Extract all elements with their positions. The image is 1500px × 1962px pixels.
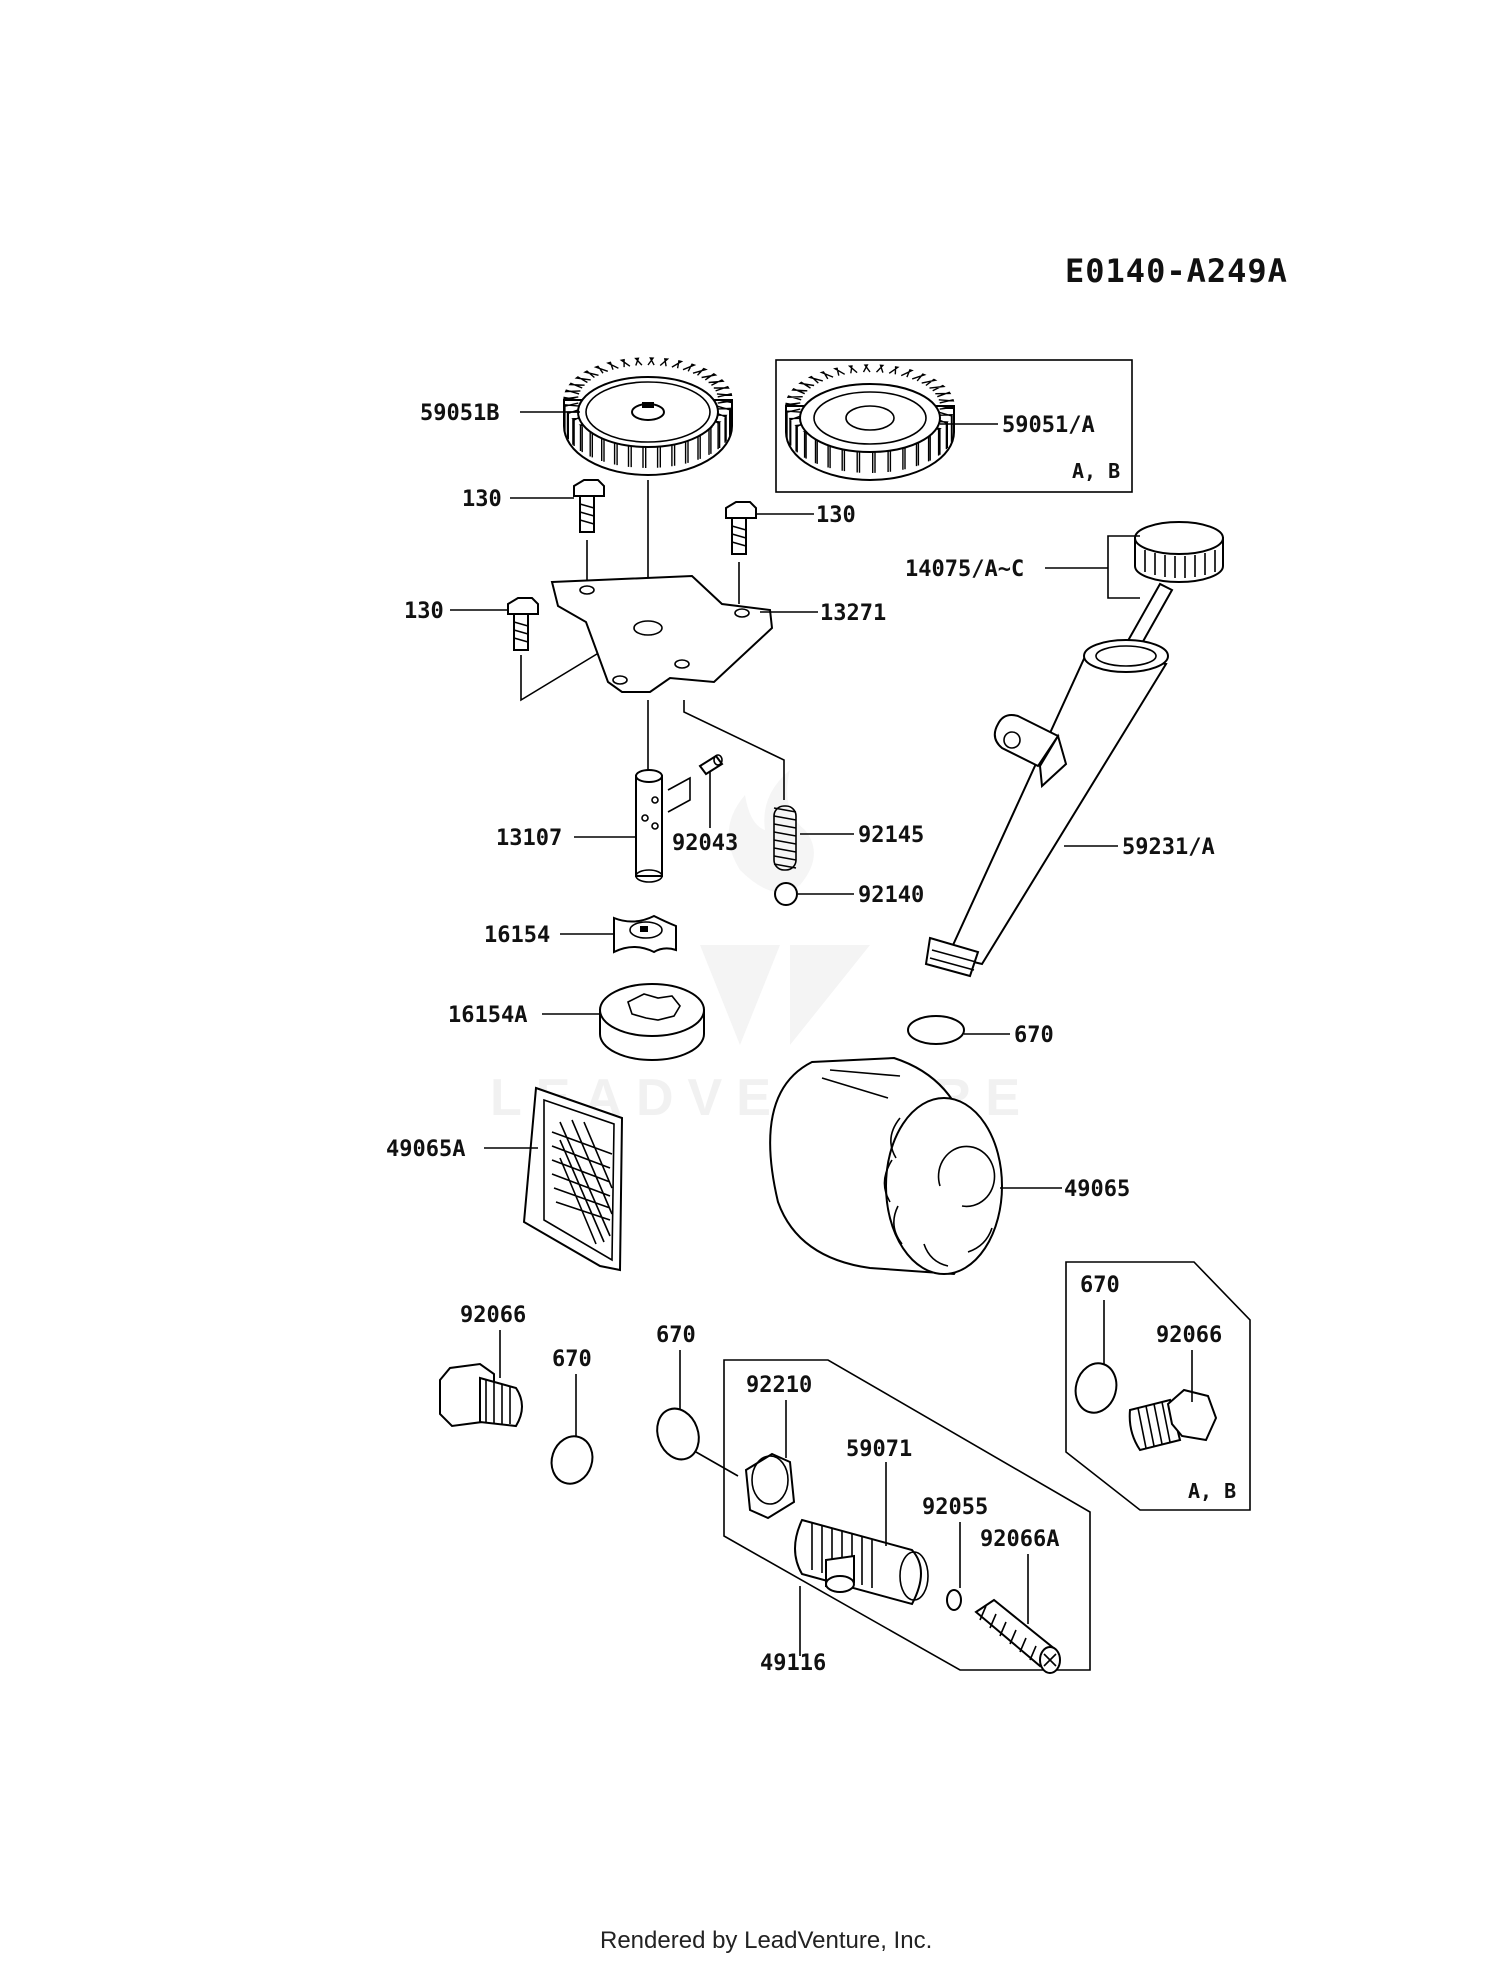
- pin-92043-icon: [698, 754, 724, 776]
- label-16154a: 16154A: [448, 1003, 527, 1028]
- gear-59051b-icon: [563, 357, 733, 476]
- label-box1-ab: A, B: [1072, 459, 1120, 483]
- nut-92210-icon: [744, 1452, 796, 1520]
- option-box-gear: [775, 359, 1133, 493]
- option-box-drain-plug: [1065, 1261, 1251, 1511]
- ball-92140-icon: [774, 882, 798, 906]
- o-ring-670-box-icon: [1074, 1362, 1118, 1414]
- pump-shaft-13107-icon: [635, 769, 663, 883]
- bolt-130-top-right-icon: [725, 501, 757, 555]
- label-16154: 16154: [484, 923, 550, 948]
- label-670-a: 670: [1014, 1023, 1054, 1048]
- outer-rotor-16154a-icon: [599, 983, 705, 1061]
- oil-strainer-49065a-icon: [522, 1086, 624, 1272]
- label-92043: 92043: [672, 831, 738, 856]
- label-670-b: 670: [552, 1347, 592, 1372]
- drain-plug-92066-box-icon: [1128, 1388, 1218, 1452]
- o-ring-670-center-icon: [656, 1407, 700, 1461]
- label-92066-a: 92066: [460, 1303, 526, 1328]
- label-49116: 49116: [760, 1651, 826, 1676]
- label-92140: 92140: [858, 883, 924, 908]
- label-59071: 59071: [846, 1437, 912, 1462]
- label-59051a: 59051/A: [1002, 413, 1095, 438]
- inner-rotor-16154-icon: [613, 914, 677, 954]
- label-92055: 92055: [922, 1495, 988, 1520]
- oil-filter-49065-icon: [769, 1056, 1003, 1276]
- label-49065: 49065: [1064, 1177, 1130, 1202]
- label-92210: 92210: [746, 1373, 812, 1398]
- label-92145: 92145: [858, 823, 924, 848]
- pump-cover-plate-13271-icon: [550, 574, 774, 693]
- o-ring-92055-icon: [946, 1589, 962, 1611]
- o-ring-670-left-icon: [550, 1435, 594, 1485]
- label-92066-b: 92066: [1156, 1323, 1222, 1348]
- label-59231a: 59231/A: [1122, 835, 1215, 860]
- spring-92145-icon: [773, 805, 797, 871]
- label-92066a: 92066A: [980, 1527, 1059, 1552]
- label-59051b: 59051B: [420, 401, 499, 426]
- label-130-b: 130: [816, 503, 856, 528]
- relief-valve-assembly-box: [723, 1359, 1091, 1671]
- label-14075: 14075/A~C: [905, 557, 1024, 582]
- footer-credit: Rendered by LeadVenture, Inc.: [600, 1927, 932, 1954]
- gear-59051a-icon: [785, 364, 955, 481]
- label-130-c: 130: [404, 599, 444, 624]
- bolt-130-top-left-icon: [573, 479, 605, 533]
- label-670-d: 670: [1080, 1273, 1120, 1298]
- bolt-130-left-icon: [507, 597, 539, 651]
- adjusting-screw-92066a-icon: [974, 1598, 1061, 1674]
- label-box2-ab: A, B: [1188, 1479, 1236, 1503]
- drain-plug-92066-icon: [439, 1362, 523, 1428]
- o-ring-670-tube-icon: [907, 1015, 965, 1045]
- label-130-a: 130: [462, 487, 502, 512]
- label-670-c: 670: [656, 1323, 696, 1348]
- valve-body-59071-icon: [794, 1518, 929, 1606]
- label-13107: 13107: [496, 826, 562, 851]
- oil-filler-tube-59231a-icon: [924, 639, 1169, 978]
- diagram-code: E0140-A249A: [1065, 252, 1288, 290]
- label-49065a: 49065A: [386, 1137, 465, 1162]
- label-13271: 13271: [820, 601, 886, 626]
